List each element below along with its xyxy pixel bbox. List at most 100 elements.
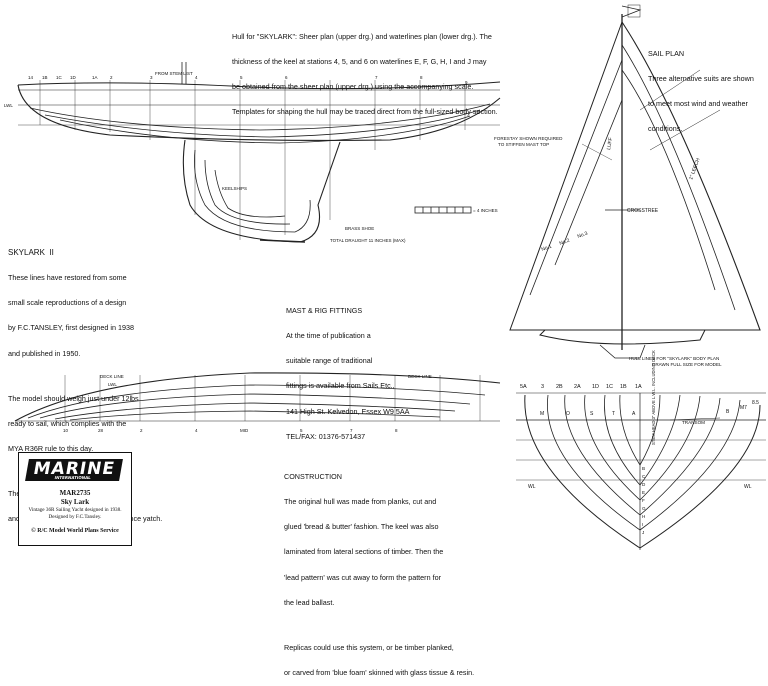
sheer-station-labels: 14 1B 1C 1D 1A 2 3 4 5 6 7 8 9 [28,75,468,85]
svg-text:H: H [642,514,645,519]
svg-text:5: 5 [300,428,303,433]
svg-text:1D: 1D [592,384,599,390]
construction-line: laminated from lateral sections of timbe… [284,547,444,557]
waterline-lwl-label: LWL [108,382,117,387]
sail-plan-line: conditions. [648,124,683,134]
svg-text:J: J [642,530,644,535]
body-wl-right: WL [744,484,752,490]
mast-rig-line: 141 High St. Kelvedon, Essex W9 5AA [286,406,410,416]
sail-plan-line: to meet most wind and weather [648,99,748,109]
sail-plan-note: SAIL PLAN Three alternative suits are sh… [648,33,754,142]
svg-text:6: 6 [285,75,288,80]
copyright: © R/C Model World Plans Service [31,528,119,534]
drawings: FROM STEM LIST LWL BRASS SHOE TOTAL DRAU… [4,4,766,550]
svg-text:2B: 2B [556,384,563,390]
svg-text:1B: 1B [620,384,627,390]
deck-line-aft-label: DECK LINE [408,374,432,379]
construction-line: the lead ballast. [284,597,335,607]
body-waterline-letters: M O S T A B M7 8.5 [540,400,759,417]
leech-label: 1" LEECH [688,157,702,181]
stem-note: STEM HEAD 3" ABOVE L.W.L. INCLUDING DECK [651,350,656,445]
svg-text:B: B [642,466,645,471]
forestay-label-1: FORESTAY SHOWN REQUIRED [494,136,563,141]
svg-text:E: E [642,490,645,495]
sail-no3-label: No.3 [577,231,589,240]
sail-plan-drawing [509,4,761,359]
brass-shoe-label: BRASS SHOE [345,226,374,231]
svg-text:T: T [612,411,615,417]
body-plan-caption-1: HULL LINES FOR "SKYLARK" BODY PLAN [629,356,719,361]
plan-sheet: { "header_note": { "lines": [ "Hull for … [4,4,766,678]
sheer-scale-bar [414,206,472,214]
construction-line: glued 'bread & butter' fashion. The keel… [284,522,439,532]
skylark-title: SKYLARK II [8,247,54,257]
svg-text:7: 7 [375,75,378,80]
keelships-label: KEELSHIPS [222,186,247,191]
header-note-line: Templates for shaping the hull may be tr… [232,107,498,117]
header-note-line: thickness of the keel at stations 4, 5, … [232,57,487,67]
svg-text:1A: 1A [92,75,98,80]
sail-no2-label: No.2 [559,238,571,247]
svg-text:2: 2 [140,428,143,433]
svg-text:4: 4 [195,428,198,433]
crosstree-label: CROSSTREE [627,208,659,214]
body-wl-left: WL [528,484,536,490]
sail-plan-line: Three alternative suits are shown [648,74,754,84]
svg-text:7: 7 [350,428,353,433]
svg-text:2: 2 [110,75,113,80]
draught-label: TOTAL DRAUGHT 11 INCHES (MAX) [330,238,406,243]
svg-text:F: F [642,498,645,503]
body-keel-letters: B C D E F G H I J [642,466,646,535]
sail-no1-label: No.1 [541,244,553,253]
marine-logo: MARINE INTERNATIONAL [25,459,123,481]
svg-text:C: C [642,474,646,479]
svg-text:5A: 5A [520,384,527,390]
svg-text:3: 3 [150,75,153,80]
svg-text:14: 14 [28,75,34,80]
svg-text:1D: 1D [70,75,77,80]
construction-line: The original hull was made from planks, … [284,497,437,507]
skylark-line: The model should weigh just under 12lbs [8,393,139,403]
construction-note: CONSTRUCTION The original hull was made … [284,456,474,686]
svg-text:10: 10 [63,428,69,433]
construction-line: 'lead pattern' was cut away to form the … [284,572,441,582]
svg-text:S: S [590,411,594,417]
transom-label: TRANSOM [682,420,705,425]
mast-rig-line: fittings is available from Sails Etc., [286,381,395,391]
svg-text:M7: M7 [740,405,747,411]
svg-text:5: 5 [240,75,243,80]
svg-text:G: G [642,506,646,511]
mast-rig-line: At the time of publication a [286,331,371,341]
header-note-line: Hull for "SKYLARK": Sheer plan (upper dr… [232,31,492,41]
mast-rig-title: MAST & RIG FITTINGS [286,305,363,315]
svg-text:D: D [642,482,646,487]
svg-text:4: 4 [195,75,198,80]
forestay-label-2: TO STIFFEN MAST TOP [498,142,549,147]
skylark-line: by F.C.TANSLEY, first designed in 1938 [8,323,134,333]
plan-desc-2: Designed by F.C.Tansley. [48,514,102,520]
svg-text:1A: 1A [635,384,642,390]
svg-text:M: M [540,411,544,417]
plan-code: MAR2735 [59,489,91,497]
body-station-labels: 5A 3 2B 2A 1D 1C 1B 1A [520,384,642,390]
svg-text:1C: 1C [606,384,613,390]
scale-label: = 4 INCHES [473,208,498,213]
svg-text:9: 9 [465,80,468,85]
construction-line: Replicas could use this system, or be ti… [284,642,454,652]
skylark-line: and published in 1950. [8,348,81,358]
deck-line-fwd-label: DECK LINE [100,374,124,379]
luff-label: LUFF [606,137,614,150]
svg-text:1B: 1B [42,75,48,80]
waterline-plan [14,372,501,422]
publisher-badge: MARINE INTERNATIONAL MAR2735 Sky Lark Vi… [18,452,132,546]
body-plan-caption-2: DRAWN FULL SIZE FOR MODEL [652,362,722,367]
header-note: Hull for "SKYLARK": Sheer plan (upper dr… [232,16,498,125]
svg-text:B: B [726,409,730,415]
plan-desc-1: Vintage 36R Sailing Yacht designed in 19… [28,507,122,513]
construction-title: CONSTRUCTION [284,471,342,481]
mast-rig-line: TEL/FAX: 01376-571437 [286,431,366,441]
skylark-line: MYA R36R rule to this day. [8,444,94,454]
sail-plan-title: SAIL PLAN [648,48,685,58]
svg-text:2A: 2A [574,384,581,390]
svg-text:A: A [632,411,636,417]
